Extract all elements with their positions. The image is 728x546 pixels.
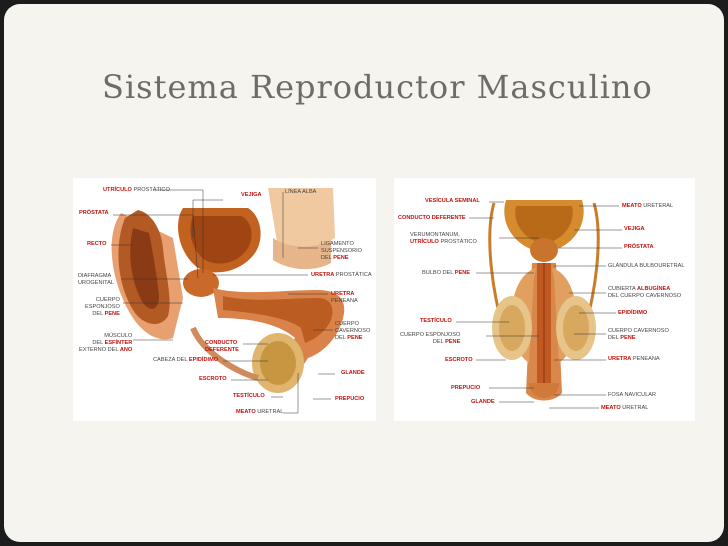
sagittal-diagram-panel: UTRÍCULO PROSTÁTICO VEJIGA LÍNEA ALBA PR… (73, 178, 376, 421)
frontal-diagram-panel: VESÍCULA SEMINAL MEATO URETERAL CONDUCTO… (394, 178, 695, 421)
frontal-diagram-illustration (456, 200, 622, 409)
label-glande: GLANDE (471, 399, 495, 405)
label-linea-alba: LÍNEA ALBA (285, 189, 317, 195)
label-vejiga: VEJIGA (241, 192, 262, 198)
label-escroto: ESCROTO (199, 376, 227, 382)
label-uretra-prostatica: URETRA PROSTÁTICA (311, 272, 372, 278)
label-uretra-peneana: URETRA PENEANA (608, 356, 660, 362)
label-prostata: PRÓSTATA (624, 244, 654, 250)
label-prostata: PRÓSTATA (79, 210, 109, 216)
label-vejiga: VEJIGA (624, 226, 645, 232)
label-glandula-bulbouretral: GLÁNDULA BULBOURETRAL (608, 263, 685, 269)
label-vesicula-seminal: VESÍCULA SEMINAL (425, 198, 480, 204)
label-prepucio: PREPUCIO (451, 385, 481, 391)
sagittal-diagram-illustration (111, 188, 345, 414)
label-testiculo: TESTÍCULO (233, 393, 265, 399)
label-testiculo: TESTÍCULO (420, 318, 452, 324)
label-bulbo-pene: BULBO DEL PENE (422, 270, 470, 276)
label-cabeza-epididimo: CABEZA DEL EPIDÍDIMO (153, 357, 219, 363)
label-escroto: ESCROTO (445, 357, 473, 363)
label-meato-uretral: MEATO URETRAL (601, 405, 649, 411)
label-verumontanum: VERUMONTANUM,UTRÍCULO PROSTÁTICO (410, 232, 477, 245)
label-conducto-deferente: CONDUCTO DEFERENTE (398, 215, 466, 221)
label-meato-ureteral: MEATO URETERAL (622, 203, 674, 209)
slide-title: Sistema Reproductor Masculino (102, 68, 653, 106)
label-epididimo: EPIDÍDIMO (618, 310, 648, 316)
label-meato-uretral: MEATO URETRAL (236, 409, 284, 415)
slide: Sistema Reproductor Masculino (4, 4, 724, 542)
label-recto: RECTO (87, 241, 107, 247)
label-prepucio: PREPUCIO (335, 396, 365, 402)
label-fosa-navicular: FOSA NAVICULAR (608, 392, 657, 398)
label-utriculo: UTRÍCULO PROSTÁTICO (103, 187, 170, 193)
label-glande: GLANDE (341, 370, 365, 376)
